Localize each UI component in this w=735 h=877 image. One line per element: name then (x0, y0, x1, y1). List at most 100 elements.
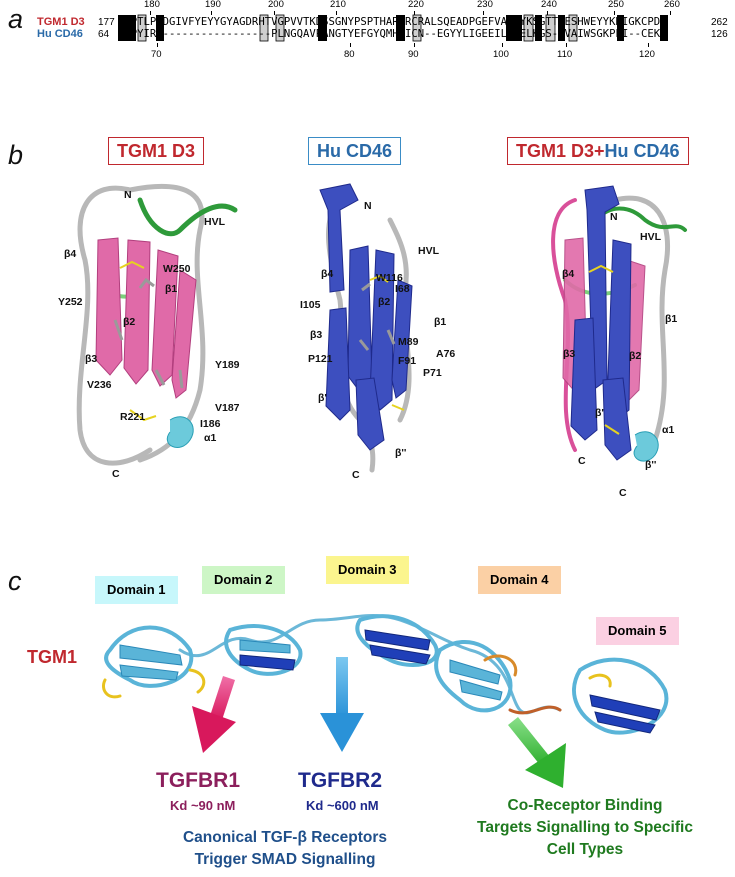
ruler-label: 120 (639, 49, 655, 60)
structure-label: β4 (562, 268, 575, 280)
structure-title-tgm1-d3: TGM1 D3 (108, 137, 205, 165)
ruler-tick (211, 11, 212, 15)
sequence-end: 126 (711, 29, 728, 40)
ruler-label: 90 (408, 49, 419, 60)
structure-label: β2 (629, 350, 642, 362)
ruler-label: 200 (268, 0, 284, 10)
sequence-end: 262 (711, 17, 728, 28)
alignment-highlights (118, 14, 668, 42)
ruler-label: 70 (151, 49, 162, 60)
structure-label: β4 (64, 248, 77, 260)
structure-label: Y189 (215, 359, 240, 371)
domain-5-box: Domain 5 (596, 617, 679, 645)
complex-title-part-a: TGM1 D3 (516, 141, 595, 161)
complex-title-plus: + (594, 141, 605, 161)
sequence-residues: TCPYIRD-----------------PLNGQAVPANGTYEFG… (118, 28, 667, 40)
structure-label: C (619, 487, 627, 499)
tgfbr1-kd: Kd ~90 nM (170, 798, 236, 813)
ruler-label: 80 (344, 49, 355, 60)
sequence-start: 177 (98, 17, 115, 28)
tgm1-label: TGM1 (27, 647, 78, 667)
ruler-label: 250 (608, 0, 624, 10)
tgfbr2-kd: Kd ~600 nM (306, 798, 379, 813)
sequence-alignment: 180 190 200 210 220 230 240 250 260 (0, 0, 735, 80)
complex-title-part-b: Hu CD46 (604, 141, 680, 161)
structure-label: β4 (321, 268, 334, 280)
structure-label: A76 (436, 348, 456, 360)
tgfbr1-label: TGFBR1 (156, 769, 240, 792)
ruler-tick (648, 43, 649, 47)
structure-label: W116 (376, 272, 403, 284)
tgm1-domains-ribbon (102, 614, 669, 735)
structure-label: C (112, 468, 120, 480)
structure-label: β1 (165, 283, 178, 295)
structure-label: I68 (395, 283, 410, 295)
ruler-tick (414, 11, 415, 15)
structure-label: N (364, 200, 372, 212)
structure-label: β' (318, 392, 327, 404)
ruler-label: 100 (493, 49, 509, 60)
structure-label: β3 (85, 353, 98, 365)
coreceptor-line-2: Targets Signalling to Specific (477, 819, 693, 836)
structure-label: β' (595, 407, 604, 419)
structure-tgm1-d3-ribbon (76, 183, 238, 466)
structure-label: F91 (398, 355, 417, 367)
ruler-tick (274, 11, 275, 15)
canonical-line-2: Trigger SMAD Signalling (194, 851, 376, 868)
ruler-label: 110 (557, 49, 573, 60)
structure-label: R221 (120, 411, 146, 423)
ruler-tick (502, 43, 503, 47)
domain-2-box: Domain 2 (202, 566, 285, 594)
sequence-residues: GCPTLPDDGIVFYEYYGYAGDRHTVGPVVTKDSSGNYPSP… (118, 16, 667, 28)
structure-label: P121 (308, 353, 333, 365)
structure-label: W250 (163, 263, 191, 275)
structure-label: M89 (398, 336, 419, 348)
ruler-tick (670, 11, 671, 15)
sequence-name: TGM1 D3 (37, 16, 85, 28)
structure-label: C (578, 455, 586, 467)
structure-label: V236 (87, 379, 112, 391)
panel-letter-b: b (8, 140, 24, 170)
structure-label: V187 (215, 402, 240, 414)
structure-label: α1 (204, 432, 217, 444)
structure-hu-cd46-ribbon (319, 183, 413, 473)
structure-label: β1 (434, 316, 447, 328)
ruler-tick (157, 43, 158, 47)
ruler-label: 180 (144, 0, 160, 10)
structure-label: β3 (563, 348, 576, 360)
domain-1-box: Domain 1 (95, 576, 178, 604)
structure-label: β'' (645, 459, 657, 471)
structure-label: I186 (200, 418, 221, 430)
structure-title-complex: TGM1 D3+Hu CD46 (507, 137, 689, 165)
ruler-tick (414, 43, 415, 47)
ruler-tick (150, 11, 151, 15)
ruler-label: 240 (541, 0, 557, 10)
domain-3-box: Domain 3 (326, 556, 409, 584)
sequence-name: Hu CD46 (37, 28, 83, 40)
tgfbr2-label: TGFBR2 (298, 769, 382, 792)
canonical-line-1: Canonical TGF-β Receptors (182, 829, 388, 846)
structure-complex-ribbon (551, 185, 687, 462)
ruler-label: 230 (477, 0, 493, 10)
structure-label: P71 (423, 367, 442, 379)
ruler-label: 190 (205, 0, 221, 10)
ruler-tick (483, 11, 484, 15)
ruler-tick (547, 11, 548, 15)
ruler-label: 210 (330, 0, 346, 10)
ruler-tick (566, 43, 567, 47)
panel-letter-a: a (8, 4, 24, 34)
structure-label: N (124, 189, 132, 201)
structure-label: HVL (204, 216, 225, 228)
structure-label: α1 (662, 424, 675, 436)
domain-4-box: Domain 4 (478, 566, 561, 594)
structure-label: β2 (123, 316, 136, 328)
ruler-label: 220 (408, 0, 424, 10)
structure-label: β3 (310, 329, 323, 341)
ruler-tick (614, 11, 615, 15)
structure-label: β'' (395, 447, 407, 459)
structure-title-hu-cd46: Hu CD46 (308, 137, 402, 165)
structure-label: Y252 (58, 296, 83, 308)
ruler-tick (336, 11, 337, 15)
ruler-tick (350, 43, 351, 47)
structure-label: β1 (665, 313, 678, 325)
